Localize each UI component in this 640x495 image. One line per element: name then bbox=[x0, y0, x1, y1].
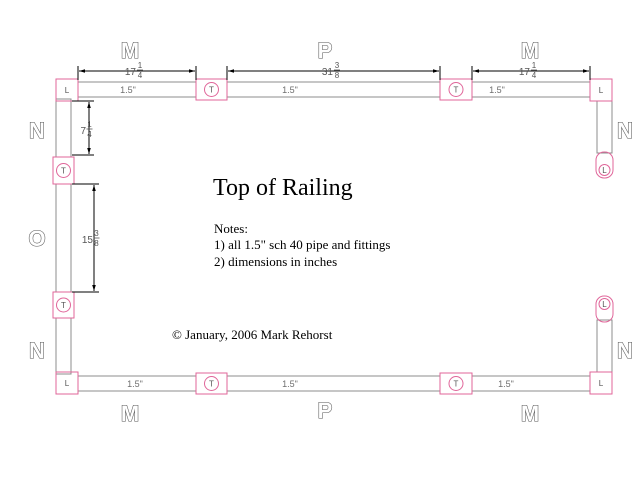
pipe-size-label: 1.5" bbox=[282, 379, 298, 389]
elbow-label: L bbox=[65, 86, 70, 95]
notes-heading: Notes: bbox=[214, 221, 248, 236]
section-letter-left-lower: N bbox=[29, 338, 45, 363]
dimension-numerator: 1 bbox=[138, 61, 143, 70]
pipe-top-left bbox=[77, 81, 197, 98]
section-letter-bottom-left: M bbox=[121, 401, 139, 426]
dimension-top-left: 17 1 4 bbox=[125, 61, 143, 80]
elbow-top-left bbox=[55, 78, 79, 102]
dimension-denominator: 4 bbox=[138, 71, 143, 80]
tee-label: T bbox=[209, 86, 214, 95]
tee-bottom-right-mark bbox=[448, 376, 464, 391]
tee-left-upper bbox=[52, 156, 75, 185]
pipe-size-label: 1.5" bbox=[282, 85, 298, 95]
dimension-denominator: 4 bbox=[532, 71, 537, 80]
pipe-size-label: 1.5" bbox=[498, 379, 514, 389]
elbow-label: L bbox=[65, 379, 70, 388]
pipe-bottom-right bbox=[471, 375, 591, 392]
note-item: 2) dimensions in inches bbox=[214, 254, 337, 269]
section-letter-top-middle: P bbox=[318, 38, 333, 63]
tee-label: T bbox=[209, 380, 214, 389]
pipe-size-labels: 1.5" 1.5" 1.5" 1.5" 1.5" 1.5" bbox=[120, 85, 514, 389]
tee-left-lower-mark bbox=[56, 297, 71, 313]
pipe-top-middle bbox=[226, 81, 441, 98]
dimension-denominator: 8 bbox=[94, 239, 99, 248]
dimension-whole: 17 bbox=[519, 67, 531, 78]
pipe-size-label: 1.5" bbox=[120, 85, 136, 95]
fittings bbox=[52, 78, 614, 395]
tee-top-left-mark bbox=[204, 82, 219, 97]
pipe-left-middle bbox=[55, 183, 72, 293]
copyright-notice: © January, 2006 Mark Rehorst bbox=[172, 327, 333, 342]
elbow-bottom-right bbox=[589, 371, 613, 395]
notes-block: Notes: 1) all 1.5" sch 40 pipe and fitti… bbox=[214, 221, 390, 269]
elbow-label: L bbox=[602, 166, 607, 175]
tee-bottom-right bbox=[439, 372, 473, 395]
dimension-top-middle: 31 3 8 bbox=[322, 61, 340, 80]
elbow-right-lower-end bbox=[595, 295, 614, 323]
elbow-right-upper-end bbox=[595, 151, 614, 179]
dimension-left-middle: 15 3 8 bbox=[82, 229, 100, 248]
pipe-size-label: 1.5" bbox=[489, 85, 505, 95]
section-letter-right-lower: N bbox=[617, 338, 633, 363]
tee-top-right-mark bbox=[448, 82, 464, 97]
section-letter-bottom-middle: P bbox=[318, 398, 333, 423]
dimension-whole: 31 bbox=[322, 67, 334, 78]
drawing-title: Top of Railing bbox=[213, 175, 353, 201]
pipe-right-upper bbox=[596, 100, 613, 154]
note-item: 1) all 1.5" sch 40 pipe and fittings bbox=[214, 237, 390, 252]
elbow-label: L bbox=[599, 86, 604, 95]
elbow-label: L bbox=[602, 300, 607, 309]
tee-label: T bbox=[454, 380, 459, 389]
elbow-right-upper-end-mark bbox=[598, 164, 611, 176]
dimension-left-upper: 7 1 4 bbox=[80, 120, 93, 139]
pipe-right-lower bbox=[596, 319, 613, 373]
dimension-whole: 17 bbox=[125, 67, 137, 78]
dimension-numerator: 1 bbox=[532, 61, 537, 70]
tee-label: T bbox=[61, 167, 66, 176]
section-letter-left-middle: O bbox=[28, 226, 45, 251]
dimension-numerator: 3 bbox=[94, 229, 99, 238]
elbow-right-lower-end-mark bbox=[598, 298, 611, 310]
pipe-bottom-middle bbox=[226, 375, 441, 392]
pipe-size-label: 1.5" bbox=[127, 379, 143, 389]
pipe-left-lower bbox=[55, 317, 72, 375]
fitting-letters: L L L L L L T T T T T T bbox=[61, 86, 607, 389]
tee-left-upper-mark bbox=[56, 163, 71, 178]
dimension-whole: 15 bbox=[82, 235, 94, 246]
section-letter-bottom-right: M bbox=[521, 401, 539, 426]
section-letter-top-right: M bbox=[521, 38, 539, 63]
elbow-top-right bbox=[589, 78, 613, 102]
tee-left-lower bbox=[52, 291, 75, 319]
section-letter-top-left: M bbox=[121, 38, 139, 63]
tee-bottom-left-mark bbox=[204, 376, 219, 391]
dimension-denominator: 8 bbox=[335, 71, 340, 80]
dimension-numerator: 3 bbox=[335, 61, 340, 70]
tee-label: T bbox=[61, 301, 66, 310]
section-letters: M P M M P M N O N N N bbox=[28, 37, 634, 426]
section-letter-left-upper: N bbox=[29, 118, 45, 143]
dimension-denominator: 4 bbox=[87, 130, 92, 139]
elbow-bottom-left bbox=[55, 371, 79, 395]
pipe-left-upper bbox=[55, 98, 72, 158]
tee-top-right bbox=[439, 78, 473, 101]
elbow-label: L bbox=[599, 379, 604, 388]
dimension-numerator: 1 bbox=[87, 120, 92, 129]
dimension-top-right: 17 1 4 bbox=[519, 61, 537, 80]
tee-label: T bbox=[454, 86, 459, 95]
tee-top-left bbox=[195, 78, 228, 101]
tee-bottom-left bbox=[195, 372, 228, 395]
section-letter-right-upper: N bbox=[617, 118, 633, 143]
dimension-whole: 7 bbox=[80, 126, 86, 137]
